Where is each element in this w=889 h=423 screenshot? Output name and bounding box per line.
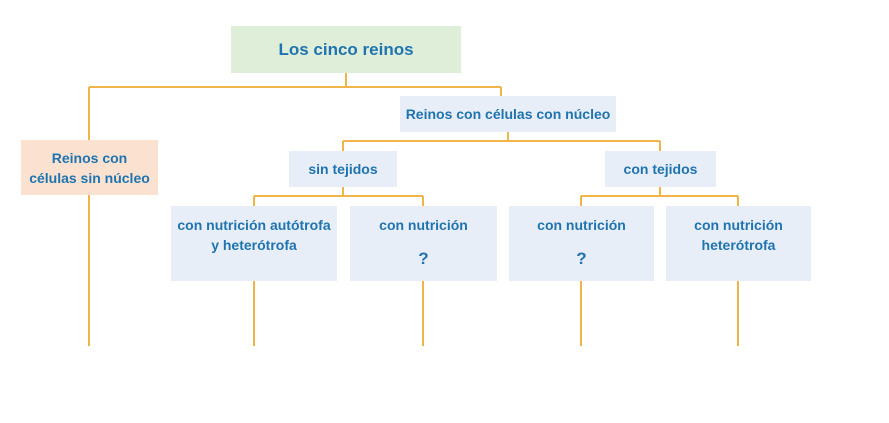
- node-no-tissues: sin tejidos: [289, 151, 397, 187]
- leaf-2-line1: con nutrición: [379, 217, 468, 233]
- leaf-3-line1: con nutrición: [537, 217, 626, 233]
- node-no-tissues-label: sin tejidos: [308, 161, 378, 177]
- leaf-4-line1: con nutrición: [694, 217, 783, 233]
- leaf-autotrophic-heterotrophic: con nutrición autótrofa y heterótrofa: [171, 206, 337, 281]
- leaf-2-question-mark: ?: [418, 249, 429, 268]
- node-with-tissues: con tejidos: [605, 151, 716, 187]
- node-without-nucleus-line1: Reinos con: [51, 149, 128, 166]
- leaf-4-line2: heterótrofa: [701, 237, 776, 253]
- leaf-1-line2: y heterótrofa: [211, 237, 297, 253]
- leaf-heterotrophic: con nutrición heterótrofa: [666, 206, 811, 281]
- leaf-3-question-mark: ?: [576, 249, 587, 268]
- node-without-nucleus-line2: células sin núcleo: [29, 169, 150, 186]
- root-label: Los cinco reinos: [278, 39, 414, 59]
- node-with-nucleus-label: Reinos con células con núcleo: [405, 106, 611, 122]
- leaf-unknown-1: con nutrición ?: [350, 206, 497, 281]
- leaf-unknown-2: con nutrición ?: [509, 206, 654, 281]
- node-without-nucleus: Reinos con células sin núcleo: [21, 140, 158, 195]
- node-with-nucleus: Reinos con células con núcleo: [400, 96, 616, 132]
- root-node: Los cinco reinos: [231, 26, 461, 73]
- node-with-tissues-label: con tejidos: [623, 161, 698, 177]
- leaf-1-line1: con nutrición autótrofa: [177, 217, 331, 233]
